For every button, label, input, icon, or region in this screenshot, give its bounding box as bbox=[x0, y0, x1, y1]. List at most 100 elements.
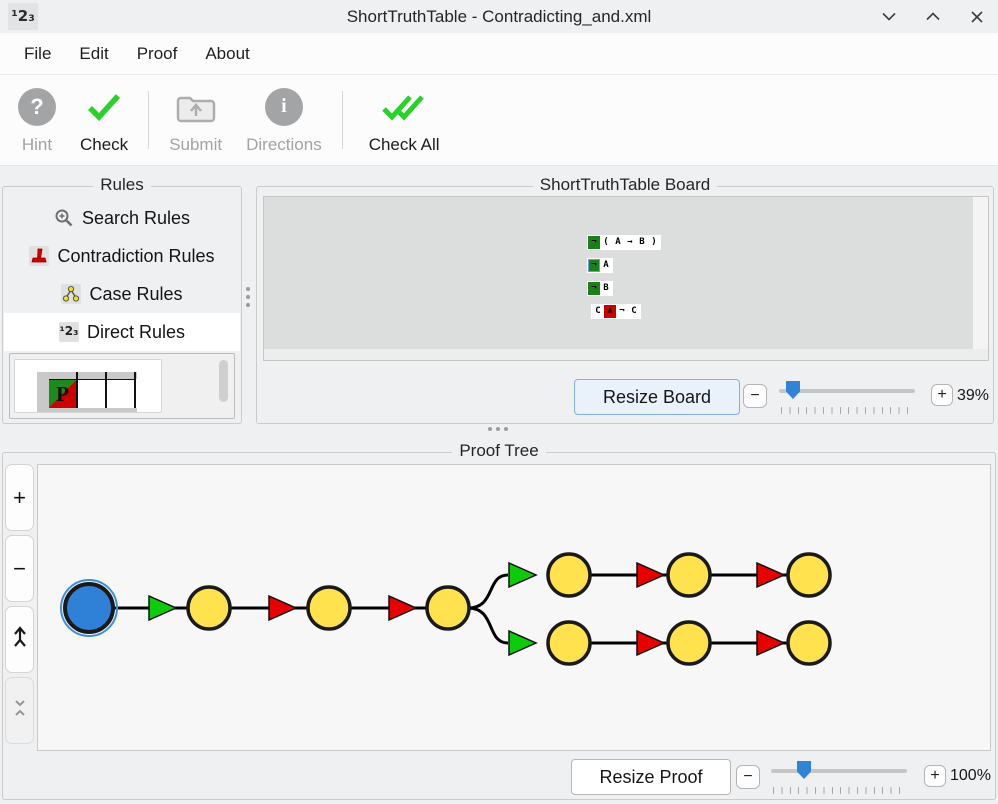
statement-cell[interactable]: C bbox=[592, 305, 604, 318]
proof-node[interactable] bbox=[786, 552, 832, 598]
proof-root-node[interactable] bbox=[63, 582, 115, 634]
rule-cell-p: P bbox=[49, 379, 78, 408]
slider-ticks bbox=[773, 787, 907, 794]
rule-category-contradiction[interactable]: Contradiction Rules bbox=[4, 237, 240, 275]
rules-scrollbar-thumb[interactable] bbox=[219, 360, 228, 402]
statement-cell[interactable]: ¬ bbox=[588, 236, 600, 249]
toolbar-separator bbox=[148, 91, 150, 149]
tree-fit-button[interactable] bbox=[5, 606, 34, 673]
proof-branch-edge bbox=[467, 573, 509, 610]
menu-file[interactable]: File bbox=[24, 43, 52, 63]
proof-title: Proof Tree bbox=[3, 441, 995, 461]
rule-category-search[interactable]: Search Rules bbox=[4, 199, 240, 237]
check-icon bbox=[86, 86, 122, 128]
hint-button[interactable]: ? Hint bbox=[6, 86, 68, 155]
rule-cell-empty bbox=[78, 379, 107, 408]
board-title: ShortTruthTable Board bbox=[257, 175, 993, 195]
proof-node[interactable] bbox=[186, 585, 232, 631]
check-button[interactable]: Check bbox=[68, 86, 140, 155]
toolbar-separator bbox=[341, 91, 343, 149]
folder-upload-icon bbox=[176, 86, 216, 128]
resize-proof-button[interactable]: Resize Proof bbox=[571, 759, 731, 795]
board-statement[interactable]: C∧¬C bbox=[591, 304, 641, 319]
proof-node[interactable] bbox=[306, 585, 352, 631]
panel-splitter-vertical[interactable] bbox=[245, 287, 251, 307]
proof-node[interactable] bbox=[546, 552, 592, 598]
tree-zoom-out-button[interactable]: − bbox=[5, 535, 34, 602]
proof-arrow-red[interactable] bbox=[388, 594, 418, 622]
statement-cell[interactable]: → bbox=[624, 236, 636, 249]
slider-handle[interactable] bbox=[786, 381, 800, 399]
minimize-button[interactable] bbox=[880, 8, 898, 26]
proof-arrow-red[interactable] bbox=[756, 629, 786, 657]
proof-node[interactable] bbox=[425, 585, 471, 631]
proof-node[interactable] bbox=[786, 620, 832, 666]
board-scrollbar-horizontal[interactable] bbox=[264, 349, 988, 360]
statement-cell[interactable]: ) bbox=[648, 236, 660, 249]
rule-preview-table: P bbox=[37, 372, 137, 412]
board-zoom-in-button[interactable]: + bbox=[931, 384, 953, 406]
statement-cell[interactable]: B bbox=[636, 236, 648, 249]
panel-splitter-horizontal[interactable] bbox=[488, 427, 508, 431]
proof-arrow-red[interactable] bbox=[636, 629, 666, 657]
board-statement[interactable]: ¬B bbox=[587, 281, 613, 296]
menu-edit[interactable]: Edit bbox=[79, 43, 109, 63]
board-zoom-slider[interactable] bbox=[779, 379, 915, 414]
proof-zoom-out-button[interactable]: − bbox=[736, 765, 760, 789]
statement-cell[interactable]: C bbox=[628, 305, 640, 318]
resize-board-button[interactable]: Resize Board bbox=[574, 379, 740, 415]
statement-cell[interactable]: B bbox=[600, 282, 612, 295]
window-title: ShortTruthTable - Contradicting_and.xml bbox=[346, 6, 652, 26]
check-all-button[interactable]: Check All bbox=[357, 86, 452, 155]
proof-arrow-green[interactable] bbox=[148, 594, 178, 622]
rule-category-case[interactable]: Case Rules bbox=[4, 275, 240, 313]
rule-preview-panel: P bbox=[9, 353, 235, 419]
submit-button[interactable]: Submit bbox=[157, 86, 234, 155]
statement-cell[interactable]: ∧ bbox=[604, 305, 616, 318]
maximize-button[interactable] bbox=[924, 8, 942, 26]
statement-cell[interactable]: ( bbox=[600, 236, 612, 249]
statement-cell[interactable]: ¬ bbox=[588, 259, 600, 272]
statement-cell[interactable]: A bbox=[600, 259, 612, 272]
slider-handle[interactable] bbox=[797, 761, 811, 779]
proof-arrow-green[interactable] bbox=[508, 629, 538, 657]
proof-node[interactable] bbox=[666, 620, 712, 666]
proof-node[interactable] bbox=[666, 552, 712, 598]
menubar: File Edit Proof About bbox=[0, 33, 998, 75]
rule-cell-empty bbox=[107, 379, 136, 408]
info-circle-icon: i bbox=[264, 87, 303, 126]
statement-cell[interactable]: A bbox=[612, 236, 624, 249]
proof-tree-canvas[interactable] bbox=[37, 464, 991, 751]
rule-category-direct[interactable]: ¹2₃ Direct Rules bbox=[4, 313, 240, 351]
menu-proof[interactable]: Proof bbox=[136, 43, 178, 63]
proof-branch-edge bbox=[467, 606, 509, 645]
proof-arrow-red[interactable] bbox=[268, 594, 298, 622]
statement-cell[interactable]: ¬ bbox=[588, 282, 600, 295]
tree-collapse-button[interactable] bbox=[5, 677, 34, 744]
proof-zoom-in-button[interactable]: + bbox=[924, 765, 946, 787]
tree-zoom-in-button[interactable]: + bbox=[5, 464, 34, 531]
board-statement[interactable]: ¬A bbox=[587, 258, 613, 273]
app-icon: ¹2₃ bbox=[8, 3, 38, 30]
proof-panel: Proof Tree + − bbox=[2, 441, 996, 800]
proof-node[interactable] bbox=[546, 620, 592, 666]
board-zoom-percent: 39% bbox=[957, 387, 990, 404]
board-zoom-out-button[interactable]: − bbox=[743, 384, 767, 408]
statement-cell[interactable]: ¬ bbox=[616, 305, 628, 318]
direct-rule-tile[interactable]: P bbox=[14, 359, 162, 413]
proof-zoom-slider[interactable] bbox=[771, 759, 907, 794]
proof-tree-svg bbox=[60, 552, 832, 666]
proof-arrow-red[interactable] bbox=[756, 561, 786, 589]
directions-button[interactable]: i Directions bbox=[234, 86, 334, 155]
proof-arrow-red[interactable] bbox=[636, 561, 666, 589]
board-scrollbar-vertical[interactable] bbox=[973, 197, 988, 360]
board-statement[interactable]: ¬(A→B) bbox=[587, 235, 661, 250]
question-circle-icon: ? bbox=[18, 87, 56, 126]
menu-about[interactable]: About bbox=[205, 43, 250, 63]
close-button[interactable] bbox=[968, 8, 986, 26]
proof-arrow-green[interactable] bbox=[508, 561, 538, 589]
toolbar: ? Hint Check Submit i Directions bbox=[0, 75, 998, 166]
